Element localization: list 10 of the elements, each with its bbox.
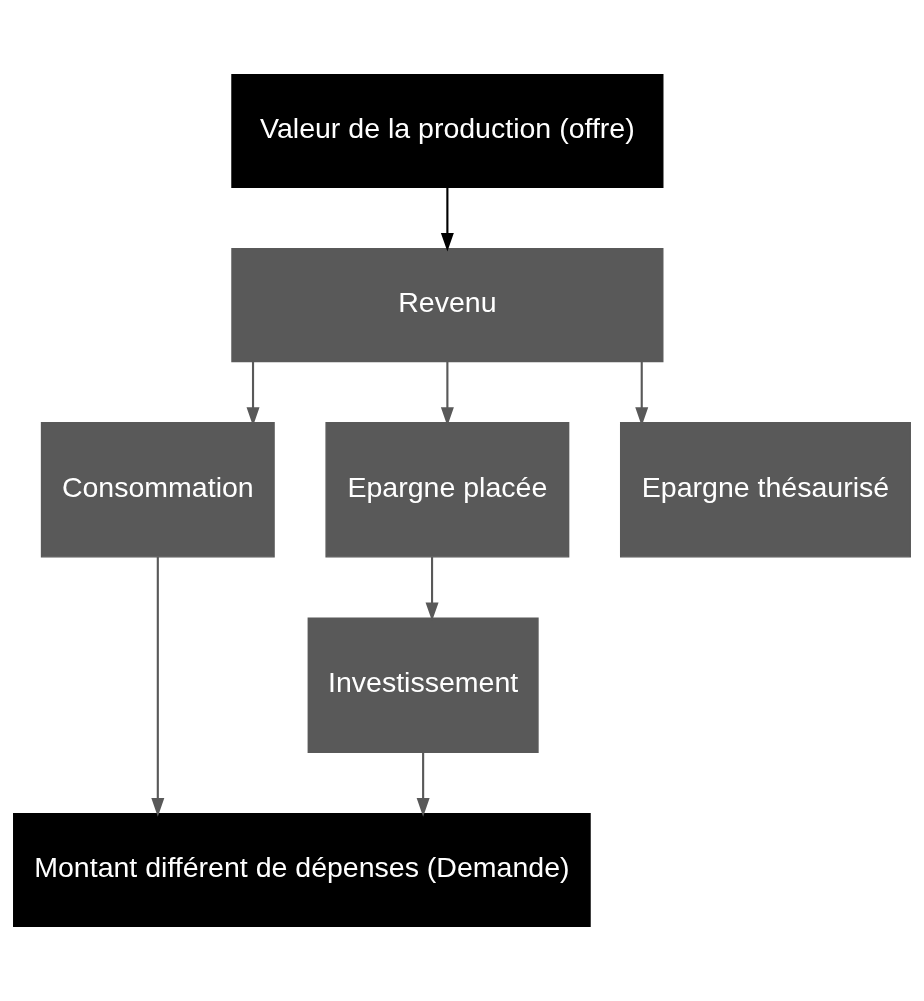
arrow bbox=[151, 556, 165, 817]
node-box: Epargne placée bbox=[325, 422, 570, 558]
arrow bbox=[416, 752, 430, 817]
node-box: Epargne thésaurisé bbox=[619, 422, 911, 558]
node-box: Consommation bbox=[40, 422, 275, 558]
node-box: Investissement bbox=[307, 617, 539, 753]
node-box: Revenu bbox=[231, 248, 664, 363]
node-box: Valeur de la production (offre) bbox=[231, 74, 664, 189]
node-box: Montant différent de dépenses (Demande) bbox=[13, 812, 591, 927]
arrow bbox=[440, 187, 454, 252]
